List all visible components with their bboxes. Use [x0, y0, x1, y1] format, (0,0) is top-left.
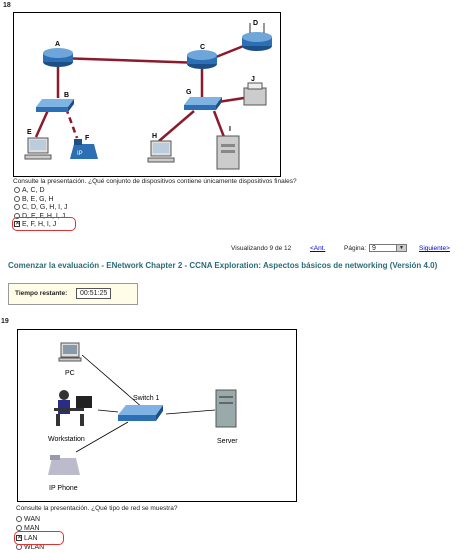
answer-highlight: [14, 531, 64, 545]
link-b-f: [64, 107, 79, 139]
label-e: E: [27, 129, 32, 136]
label-h: H: [152, 133, 157, 140]
radio-button[interactable]: [14, 196, 20, 202]
page-status: Visualizando 9 de 12: [231, 245, 292, 252]
radio-button[interactable]: [14, 187, 20, 193]
lan-figure: PC Switch 1 Workstation Server IP Phone: [17, 329, 297, 502]
next-link[interactable]: Siguiente>: [419, 245, 450, 252]
label-ip-phone: IP Phone: [49, 485, 78, 492]
link-a-c: [57, 56, 203, 65]
link-switch-server: [165, 409, 216, 415]
topology-diagram: IP A B C D E F G H I J: [24, 20, 272, 170]
ip-phone-icon: [48, 455, 80, 475]
wireless-router-d-icon: [242, 23, 272, 51]
option-19-1[interactable]: WAN: [16, 515, 40, 523]
ip-label: IP: [77, 151, 83, 157]
option-18-2[interactable]: B, E, G, H: [14, 195, 54, 203]
label-switch: Switch 1: [133, 395, 160, 402]
server-icon: [215, 389, 237, 428]
label-b: B: [64, 92, 69, 99]
previous-link[interactable]: <Ant.: [310, 245, 326, 252]
switch-g-icon: [184, 97, 222, 110]
question-number: 19: [1, 318, 9, 325]
timer-value: 00:51:25: [76, 288, 112, 299]
question-18-text: Consulte la presentación. ¿Qué conjunto …: [13, 178, 297, 185]
switch-b-icon: [36, 99, 74, 112]
workstation-icon: [54, 390, 92, 426]
radio-button[interactable]: [14, 204, 20, 210]
exam-title: Comenzar la evaluación - ENetwork Chapte…: [8, 261, 438, 270]
link-g-h: [158, 110, 195, 142]
link-workstation-switch: [97, 409, 119, 413]
question-number: 18: [3, 2, 11, 9]
lan-diagram: PC Switch 1 Workstation Server IP Phone: [48, 342, 238, 492]
printer-j-icon: [243, 82, 267, 106]
chevron-down-icon[interactable]: ▼: [396, 245, 406, 251]
label-f: F: [85, 135, 90, 142]
label-workstation: Workstation: [48, 436, 85, 443]
pc-h-icon: [147, 140, 175, 163]
server-i-icon: [216, 135, 240, 170]
pc-icon: [58, 342, 82, 362]
checked-checkbox-icon[interactable]: ✕: [14, 221, 21, 227]
option-18-3[interactable]: C, D, G, H, I, J: [14, 203, 68, 211]
link-c-d: [215, 43, 247, 59]
label-c: C: [200, 44, 205, 51]
option-18-1[interactable]: A, C, D: [14, 186, 45, 194]
pc-e-icon: [24, 137, 52, 160]
option-18-5[interactable]: ✕E, F, H, I, J: [14, 220, 57, 228]
ip-phone-f-icon: [70, 139, 98, 159]
option-18-4[interactable]: D, E, F, H, I, J: [14, 212, 65, 220]
link-phone-switch: [75, 421, 129, 453]
router-a-icon: [43, 48, 73, 67]
link-pc-switch: [81, 354, 144, 409]
page-select[interactable]: 9 ▼: [369, 244, 407, 252]
label-j: J: [251, 76, 255, 83]
answer-highlight: [12, 217, 76, 231]
network-topology-figure: IP A B C D E F G H I J: [13, 12, 281, 177]
option-19-3[interactable]: ✕LAN: [16, 534, 38, 542]
link-g-i: [212, 110, 226, 138]
timer-panel: Tiempo restante: 00:51:25: [8, 283, 138, 305]
radio-button[interactable]: [16, 516, 22, 522]
label-g: G: [186, 89, 192, 96]
radio-button[interactable]: [14, 213, 20, 219]
question-19-text: Consulte la presentación. ¿Qué tipo de r…: [16, 505, 178, 512]
option-19-2[interactable]: MAN: [16, 524, 40, 532]
label-i: I: [229, 126, 231, 133]
label-d: D: [253, 20, 258, 27]
link-g-j: [217, 96, 245, 104]
label-a: A: [55, 41, 60, 48]
checked-checkbox-icon[interactable]: ✕: [16, 535, 23, 541]
label-pc: PC: [65, 370, 75, 377]
link-b-e: [34, 107, 51, 138]
router-c-icon: [187, 50, 217, 69]
timer-label: Tiempo restante:: [15, 290, 68, 297]
label-server: Server: [217, 438, 238, 445]
page-label: Página:: [344, 245, 367, 252]
radio-button[interactable]: [16, 525, 22, 531]
switch-icon: [118, 405, 163, 421]
